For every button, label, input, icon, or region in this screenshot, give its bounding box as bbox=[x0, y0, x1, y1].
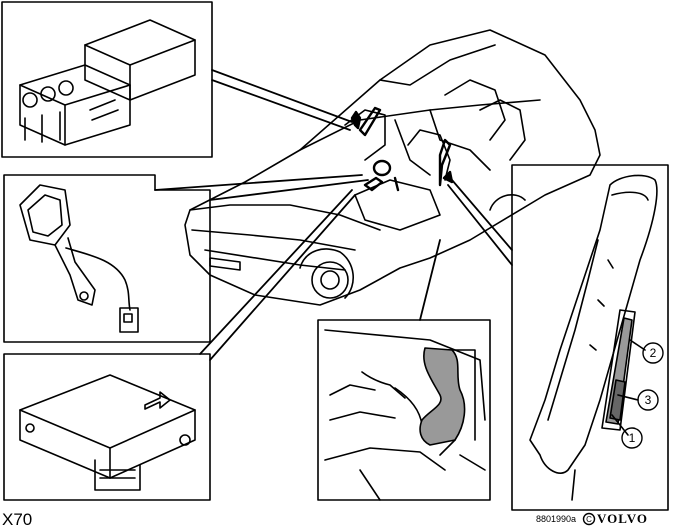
inset-control-module-frame bbox=[3, 353, 211, 501]
inset-buckle-frame bbox=[3, 174, 211, 343]
inset-side-airbag-frame bbox=[511, 164, 669, 511]
callout-3-circle bbox=[637, 389, 659, 411]
car-illustration bbox=[184, 29, 601, 306]
copyright-symbol: C bbox=[586, 515, 592, 524]
seatbelt-buckle-illustration bbox=[19, 184, 139, 333]
callout-1-circle bbox=[621, 427, 643, 449]
connector-illustration bbox=[19, 19, 196, 146]
inset-interior-frame bbox=[317, 319, 491, 501]
side-airbag-illustration bbox=[529, 174, 658, 501]
car-highlights bbox=[350, 106, 454, 192]
control-module-illustration bbox=[19, 374, 196, 491]
interior-illustration bbox=[324, 329, 486, 501]
copyright-circle bbox=[582, 512, 596, 526]
callout-2-label: 2 bbox=[650, 346, 657, 360]
callout-3-label: 3 bbox=[645, 393, 652, 407]
figure-code-label: 8801990a bbox=[536, 514, 577, 524]
figure-id-label: X70 bbox=[2, 510, 33, 529]
inset-connector-frame bbox=[1, 1, 213, 158]
brand-logo-text: VOLVO bbox=[597, 511, 648, 526]
callout-1-label: 1 bbox=[629, 431, 636, 445]
leader-lines bbox=[154, 69, 513, 361]
callout-2-circle bbox=[642, 342, 664, 364]
